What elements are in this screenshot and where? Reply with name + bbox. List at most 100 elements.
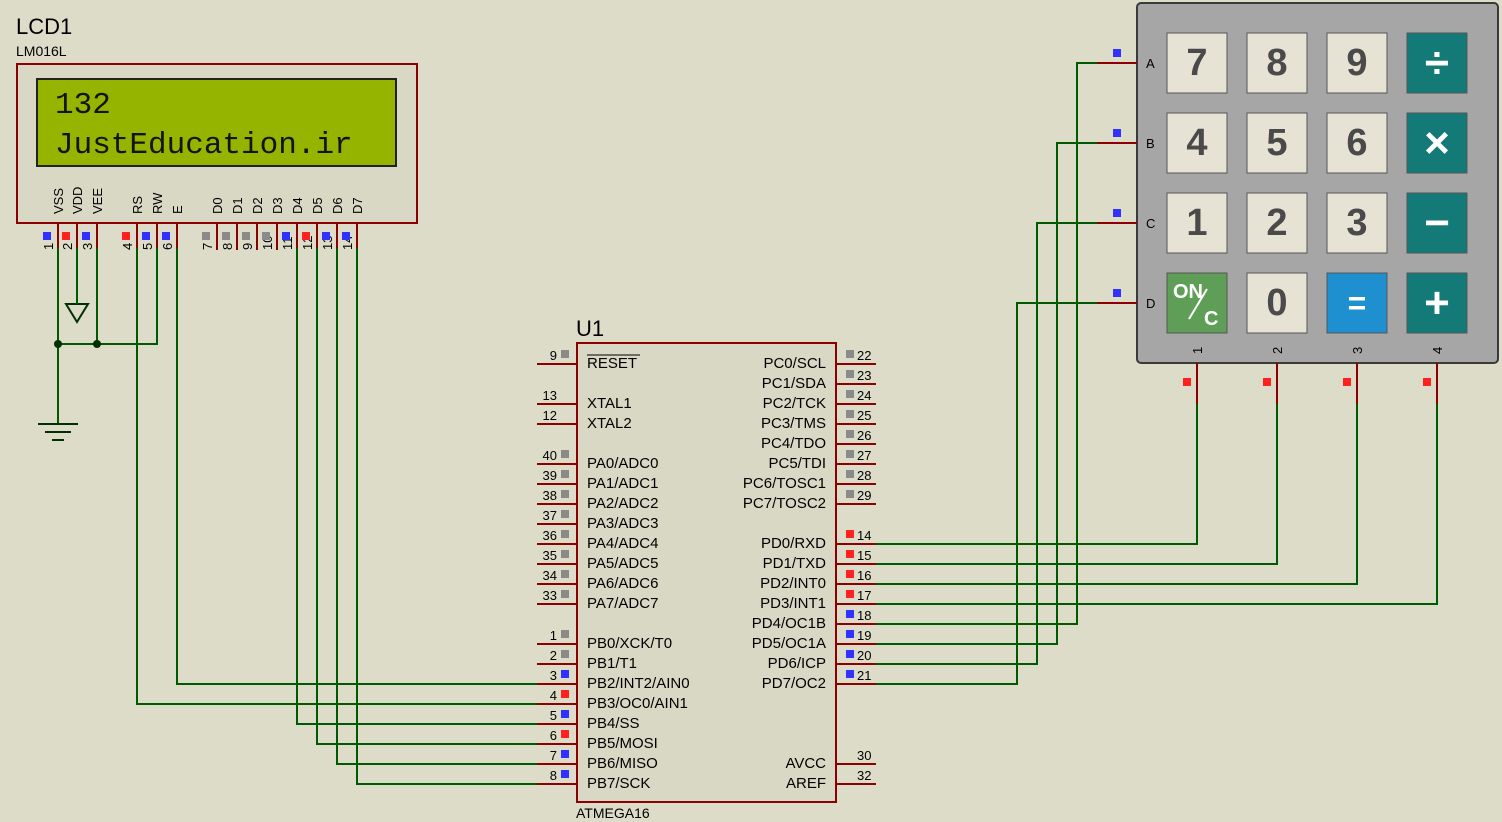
lcd-pin-name: VEE xyxy=(90,188,105,214)
keypad-key[interactable]: 5 xyxy=(1246,112,1308,174)
keypad-row-pin-state-indicator xyxy=(1113,289,1121,297)
mcu-pin-number: 33 xyxy=(543,588,557,603)
lcd-pin-number: 2 xyxy=(60,243,75,250)
mcu-pin-name: PA3/ADC3 xyxy=(587,515,658,532)
mcu-pin-number: 26 xyxy=(857,428,871,443)
wire-d7-pb7 xyxy=(356,248,537,785)
lcd-pin-number: 7 xyxy=(200,243,215,250)
mcu-pin-number: 3 xyxy=(550,668,557,683)
lcd-module[interactable]: LCD1 LM016L 132 JustEducation.ir VSS1VDD… xyxy=(16,14,418,250)
keypad-row-label: D xyxy=(1146,296,1155,311)
mcu-pin-state-indicator xyxy=(561,490,569,498)
mcu-pin-state-indicator xyxy=(846,570,854,578)
lcd-pin-name: D1 xyxy=(230,197,245,214)
mcu-pin-number: 7 xyxy=(550,748,557,763)
mcu-pin-name: PC5/TDI xyxy=(768,455,826,472)
mcu-pin-state-indicator xyxy=(561,530,569,538)
mcu-pin-state-indicator xyxy=(561,670,569,678)
mcu-pin-name: PB7/SCK xyxy=(587,775,650,792)
mcu-pin-name: PA5/ADC5 xyxy=(587,555,658,572)
keypad-key[interactable]: 2 xyxy=(1246,192,1308,254)
lcd-pin-name: VDD xyxy=(70,187,85,214)
mcu-pin-state-indicator xyxy=(846,470,854,478)
keypad-key[interactable]: 3 xyxy=(1326,192,1388,254)
keypad-key[interactable]: ONC xyxy=(1166,272,1228,334)
key-face[interactable] xyxy=(1326,112,1388,174)
mcu-pin-number: 23 xyxy=(857,368,871,383)
keypad-key[interactable]: 4 xyxy=(1166,112,1228,174)
mcu-pin-state-indicator xyxy=(561,690,569,698)
key-face[interactable] xyxy=(1246,192,1308,254)
mcu-pin-number: 4 xyxy=(550,688,557,703)
key-label: 0 xyxy=(1266,282,1287,324)
mcu-pin-number: 16 xyxy=(857,568,871,583)
lcd-pin-state-indicator xyxy=(62,232,70,240)
junctions xyxy=(54,340,101,348)
wire-pd7-row-d xyxy=(876,302,1097,685)
key-face[interactable] xyxy=(1166,272,1228,334)
key-face[interactable] xyxy=(1406,32,1468,94)
key-face[interactable] xyxy=(1406,112,1468,174)
key-face[interactable] xyxy=(1166,192,1228,254)
lcd-pin-state-indicator xyxy=(302,232,310,240)
mcu-pin-name: PB2/INT2/AIN0 xyxy=(587,675,690,692)
key-label: 6 xyxy=(1346,122,1367,164)
lcd-pin-state-indicator xyxy=(222,232,230,240)
key-label: 2 xyxy=(1266,202,1287,244)
mcu-pin-state-indicator xyxy=(846,410,854,418)
keypad-key[interactable]: − xyxy=(1406,192,1468,254)
mcu-pin-state-indicator xyxy=(561,550,569,558)
mcu-pin-state-indicator xyxy=(561,350,569,358)
mcu-body xyxy=(576,342,837,803)
mcu-pin-number: 12 xyxy=(543,408,557,423)
keypad-key[interactable]: + xyxy=(1406,272,1468,334)
keypad-row-pin-state-indicator xyxy=(1113,49,1121,57)
keypad-key[interactable]: 9 xyxy=(1326,32,1388,94)
wires xyxy=(57,62,1438,785)
key-face[interactable] xyxy=(1406,272,1468,334)
key-face[interactable] xyxy=(1166,32,1228,94)
keypad-key[interactable]: 1 xyxy=(1166,192,1228,254)
keypad-col-label: 1 xyxy=(1190,347,1205,354)
key-face[interactable] xyxy=(1166,112,1228,174)
key-face[interactable] xyxy=(1246,32,1308,94)
lcd-pin-name: D3 xyxy=(270,197,285,214)
key-face[interactable] xyxy=(1246,272,1308,334)
mcu-pin-name: PC0/SCL xyxy=(763,355,826,372)
mcu-pin-number: 2 xyxy=(550,648,557,663)
keypad-key[interactable]: × xyxy=(1406,112,1468,174)
keypad-key[interactable]: ÷ xyxy=(1406,32,1468,94)
mcu-pin-name: PB1/T1 xyxy=(587,655,637,672)
lcd-pin-state-indicator xyxy=(282,232,290,240)
keypad-key[interactable]: 6 xyxy=(1326,112,1388,174)
mcu-pin-name: PC7/TOSC2 xyxy=(743,495,826,512)
key-face[interactable] xyxy=(1246,112,1308,174)
keypad-key[interactable]: 8 xyxy=(1246,32,1308,94)
mcu-pin-state-indicator xyxy=(846,670,854,678)
keypad-key[interactable]: 7 xyxy=(1166,32,1228,94)
lcd-pin-name: D6 xyxy=(330,197,345,214)
lcd-pin-state-indicator xyxy=(43,232,51,240)
key-face[interactable] xyxy=(1326,272,1388,334)
key-face[interactable] xyxy=(1326,192,1388,254)
mcu-pin-number: 13 xyxy=(543,388,557,403)
keypad-col-pin-state-indicator xyxy=(1263,378,1271,386)
keypad-key[interactable]: = xyxy=(1326,272,1388,334)
keypad-key[interactable]: 0 xyxy=(1246,272,1308,334)
wire-e-pb2 xyxy=(176,248,537,685)
mcu-pin-name: XTAL2 xyxy=(587,415,632,432)
key-face[interactable] xyxy=(1406,192,1468,254)
mcu-pin-number: 28 xyxy=(857,468,871,483)
wire-d5-pb5 xyxy=(316,248,537,745)
lcd-pin-number: 5 xyxy=(140,243,155,250)
mcu-right-pins: 22PC0/SCL23PC1/SDA24PC2/TCK25PC3/TMS26PC… xyxy=(743,348,876,792)
mcu-pin-state-indicator xyxy=(561,750,569,758)
key-label: ÷ xyxy=(1425,39,1449,88)
key-face[interactable] xyxy=(1326,32,1388,94)
mcu-pin-number: 30 xyxy=(857,748,871,763)
